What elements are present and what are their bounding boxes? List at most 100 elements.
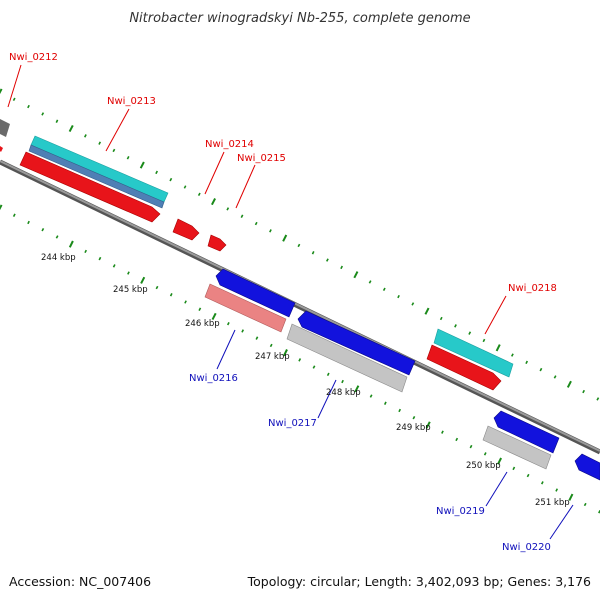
tick-mark xyxy=(211,198,216,206)
tick-mark xyxy=(383,401,387,405)
tick-mark xyxy=(98,141,102,145)
gene-arrow-nwi-0212-red[interactable] xyxy=(0,146,3,152)
tick-mark xyxy=(169,177,173,182)
tick-mark xyxy=(27,104,30,109)
genome-backbone xyxy=(0,159,600,455)
gene-arrow-nwi-0216[interactable] xyxy=(215,268,296,318)
tick-mark xyxy=(555,488,559,492)
tick-mark xyxy=(512,466,516,471)
tick-mark xyxy=(397,294,400,299)
tick-mark xyxy=(439,316,443,321)
tick-mark xyxy=(382,287,386,291)
tick-mark xyxy=(582,389,586,394)
tick-mark xyxy=(139,161,145,169)
kbp-label: 251 kbp xyxy=(535,498,570,508)
tick-mark xyxy=(184,300,187,304)
tick-mark xyxy=(282,234,288,242)
pseudo-arrow-nwi-0216[interactable] xyxy=(204,283,287,333)
tick-mark xyxy=(341,379,344,384)
tick-mark xyxy=(83,134,87,138)
tick-mark xyxy=(568,493,574,501)
tick-mark xyxy=(411,302,415,306)
tick-mark xyxy=(155,285,159,290)
tick-mark xyxy=(425,421,431,429)
tick-mark xyxy=(98,256,102,261)
kbp-label: 245 kbp xyxy=(113,285,148,295)
tick-mark xyxy=(482,338,486,343)
kbp-label: 249 kbp xyxy=(396,423,431,433)
gene-label-nwi-0218[interactable]: Nwi_0218 xyxy=(508,283,557,294)
tick-mark xyxy=(269,343,273,348)
map-title: Nitrobacter winogradskyi Nb-255, complet… xyxy=(129,11,470,26)
kbp-label: 247 kbp xyxy=(255,352,290,362)
gene-arrow-nwi-0215[interactable] xyxy=(207,234,227,252)
tick-mark xyxy=(340,265,344,270)
cds-arrow-nwi-0217[interactable] xyxy=(286,323,408,393)
tick-mark xyxy=(583,502,587,507)
gene-arrow-nwi-0212[interactable] xyxy=(0,119,10,137)
tick-mark xyxy=(297,243,301,248)
tick-mark xyxy=(441,430,444,434)
tick-mark xyxy=(0,204,3,211)
tick-mark xyxy=(368,280,372,284)
gene-arrow-nwi-0213[interactable] xyxy=(19,151,161,223)
gene-arrow-nwi-0218[interactable] xyxy=(426,344,502,391)
tick-mark xyxy=(566,380,572,388)
gene-label-nwi-0213[interactable]: Nwi_0213 xyxy=(107,96,156,107)
tick-mark xyxy=(398,408,402,413)
cds-arrow-nwi-0218[interactable] xyxy=(433,328,514,378)
tick-mark xyxy=(183,185,187,189)
cds-arrow-nwi-0219[interactable] xyxy=(482,425,552,470)
tick-mark xyxy=(127,271,130,275)
tick-mark xyxy=(41,228,45,232)
gene-label-nwi-0216[interactable]: Nwi_0216 xyxy=(189,373,238,384)
tick-mark xyxy=(539,367,543,372)
tick-mark xyxy=(226,207,230,211)
gene-arrow-nwi-0217[interactable] xyxy=(297,310,416,376)
tick-mark xyxy=(269,229,272,233)
tick-mark xyxy=(412,416,416,420)
rna-arrow-nwi-0213[interactable] xyxy=(28,144,165,209)
tick-mark xyxy=(312,365,316,369)
gene-labels: Nwi_0212 Nwi_0213 Nwi_0214 Nwi_0215 Nwi_… xyxy=(9,52,557,553)
gene-label-nwi-0215[interactable]: Nwi_0215 xyxy=(237,153,286,164)
tick-mark xyxy=(12,213,16,217)
tick-mark xyxy=(84,249,88,254)
tick-mark xyxy=(525,360,529,365)
tick-mark xyxy=(483,452,487,456)
callout-lines xyxy=(7,64,574,540)
tick-mark xyxy=(197,192,201,196)
tick-mark xyxy=(326,372,330,377)
tick-mark xyxy=(112,264,116,268)
gene-arrow-nwi-0214[interactable] xyxy=(172,218,200,241)
kbp-labels: 244 kbp 245 kbp 246 kbp 247 kbp 248 kbp … xyxy=(41,253,570,508)
gene-arrow-nwi-0220[interactable] xyxy=(574,453,600,481)
tick-mark xyxy=(211,312,217,321)
kbp-label: 248 kbp xyxy=(326,388,361,398)
tick-mark xyxy=(454,324,457,328)
tick-mark xyxy=(353,271,359,279)
tick-mark xyxy=(354,385,360,393)
tick-mark xyxy=(255,336,259,340)
gene-label-nwi-0214[interactable]: Nwi_0214 xyxy=(205,139,254,150)
tick-mark xyxy=(424,307,430,315)
tick-mark xyxy=(469,444,473,449)
tick-mark xyxy=(468,331,472,335)
tick-mark xyxy=(241,329,245,333)
tick-mark xyxy=(283,349,288,357)
tick-mark xyxy=(369,394,373,398)
gene-label-nwi-0219[interactable]: Nwi_0219 xyxy=(436,506,485,517)
tick-mark xyxy=(112,148,116,153)
tick-mark xyxy=(126,156,130,160)
tick-mark xyxy=(198,307,202,311)
accession-text: Accession: NC_007406 xyxy=(9,574,151,589)
gene-label-nwi-0220[interactable]: Nwi_0220 xyxy=(502,542,551,553)
gene-label-nwi-0217[interactable]: Nwi_0217 xyxy=(268,418,317,429)
gene-label-nwi-0212[interactable]: Nwi_0212 xyxy=(9,52,58,63)
tick-mark xyxy=(169,293,173,297)
tick-mark xyxy=(497,457,502,465)
tick-mark xyxy=(596,397,600,401)
tick-mark xyxy=(0,88,3,95)
gene-arrow-nwi-0219[interactable] xyxy=(493,410,560,454)
